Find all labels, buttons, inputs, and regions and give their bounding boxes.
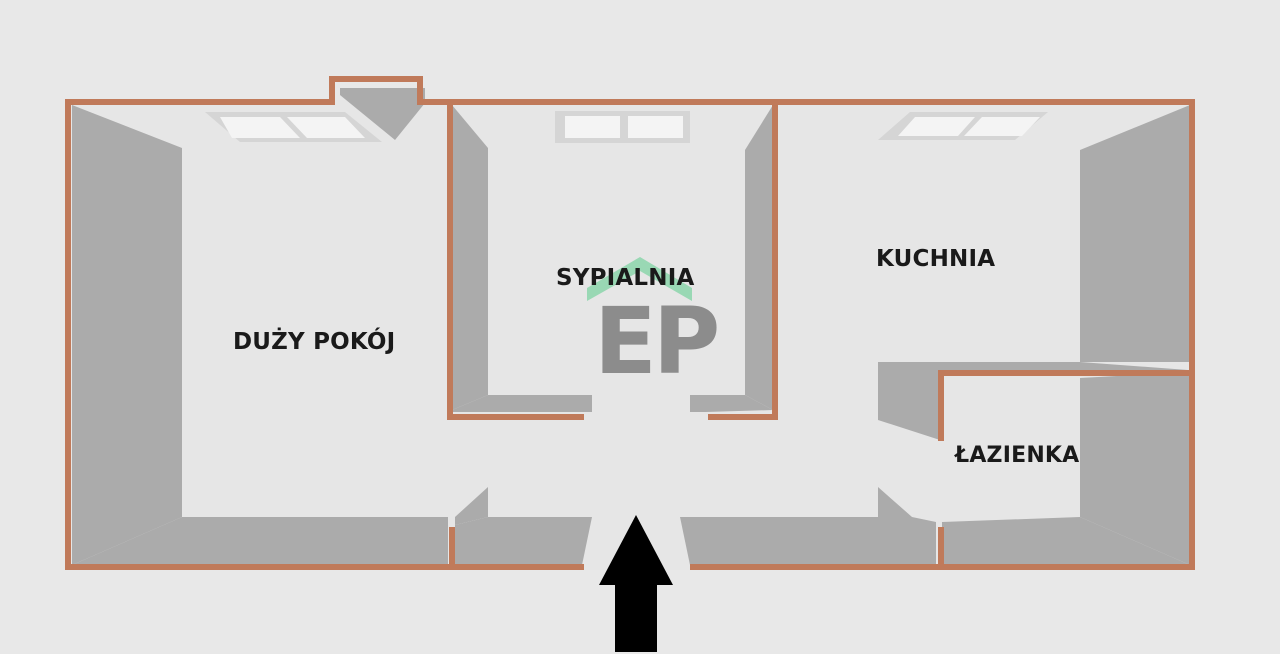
room-label-living-room: DUŻY POKÓJ: [233, 329, 396, 355]
room-label-bathroom: ŁAZIENKA: [955, 443, 1080, 468]
watermark-logo: EP: [594, 288, 720, 395]
window-icon: [878, 112, 1048, 140]
floor: [68, 100, 1194, 570]
window-icon: [205, 112, 382, 142]
window-icon: [555, 111, 690, 143]
walls: [65, 76, 1195, 570]
arrow-up-icon: [599, 515, 673, 652]
room-label-kitchen: KUCHNIA: [876, 246, 996, 272]
house-roof-icon: [587, 257, 692, 301]
wall-shading: [72, 88, 1190, 565]
room-label-bedroom: SYPIALNIA: [556, 265, 695, 291]
